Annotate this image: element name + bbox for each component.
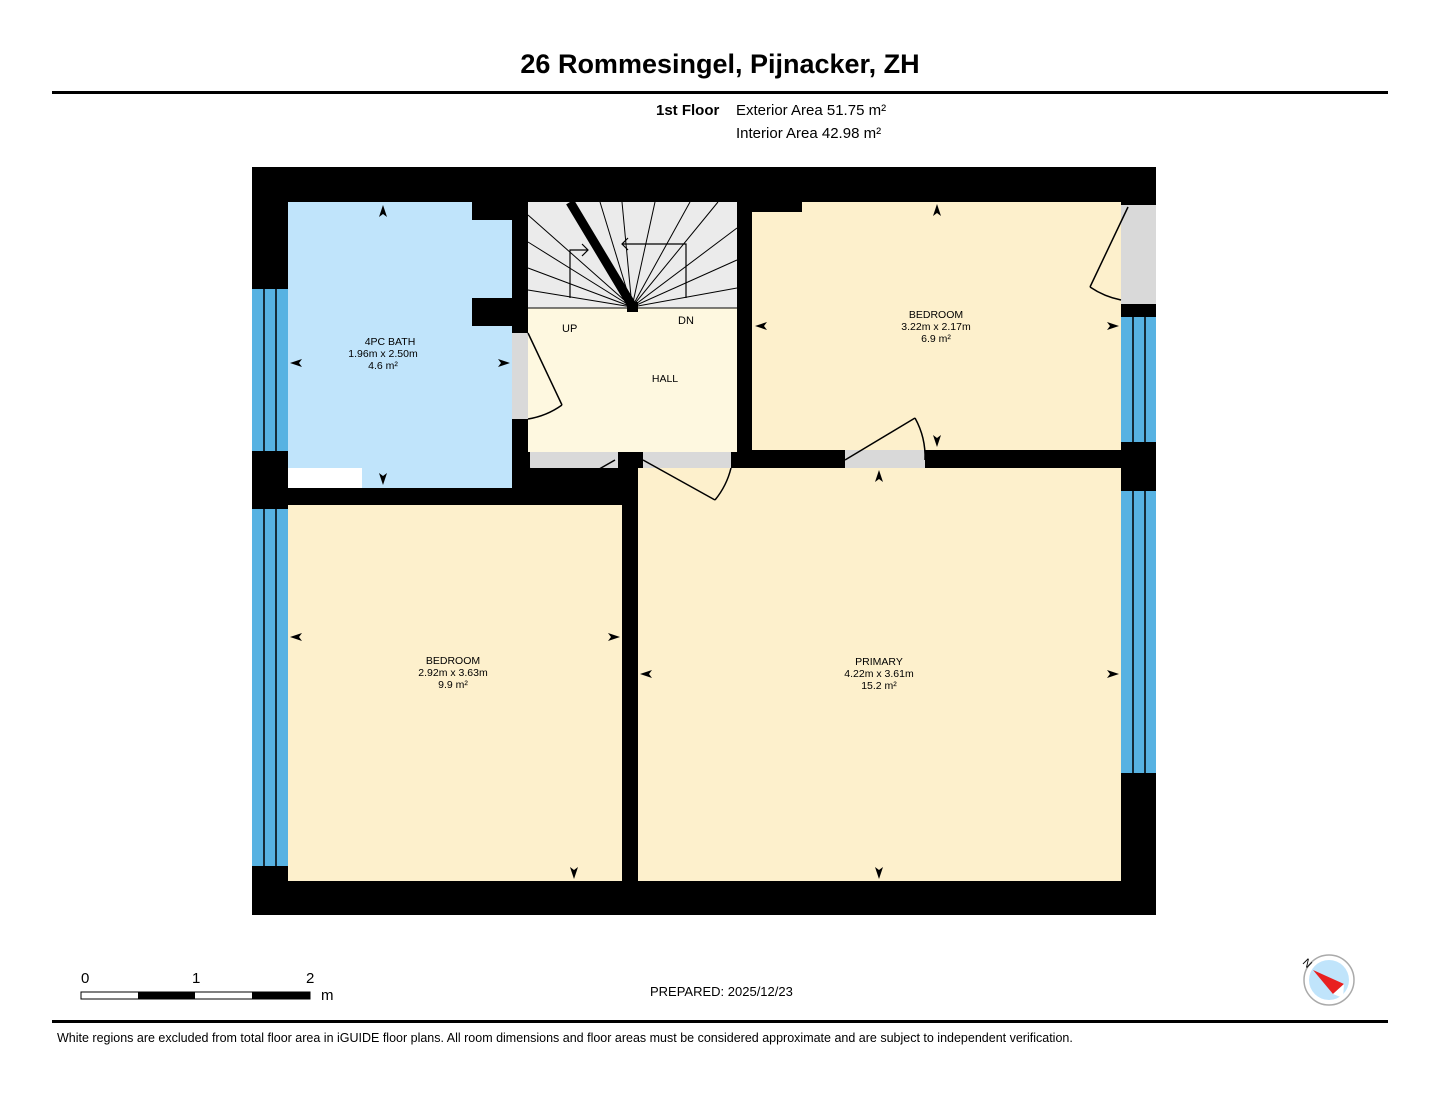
staircase: UP DN bbox=[527, 199, 738, 335]
stairs-up-label: UP bbox=[562, 323, 577, 335]
wall-bedroom-primary bbox=[622, 452, 638, 881]
bedroom-top-name: BEDROOM bbox=[909, 309, 963, 321]
balcony-door-gap bbox=[1121, 205, 1156, 304]
bedroom-top-area: 6.9 m² bbox=[921, 333, 951, 345]
page-title: 26 Rommesingel, Pijnacker, ZH bbox=[520, 49, 920, 79]
door-swings bbox=[527, 206, 1129, 501]
interior-area: Interior Area 42.98 m² bbox=[736, 125, 882, 142]
scale-bar bbox=[80, 991, 311, 1000]
wall-hall-bedroom bbox=[737, 202, 752, 468]
bedroom-bottom-name: BEDROOM bbox=[426, 655, 480, 667]
primary-dims: 4.22m x 3.61m bbox=[844, 668, 914, 680]
prepared-date: PREPARED: 2025/12/23 bbox=[650, 984, 793, 999]
primary-area: 15.2 m² bbox=[861, 680, 897, 692]
wall-bath-bedroom bbox=[288, 488, 524, 505]
wall-bath-notch-mid bbox=[472, 298, 512, 326]
bath-area: 4.6 m² bbox=[368, 360, 398, 372]
bedroom-top-floor bbox=[752, 202, 1121, 450]
disclaimer-text: White regions are excluded from total fl… bbox=[57, 1031, 1073, 1045]
scale-tick-1: 1 bbox=[192, 970, 201, 987]
wall-bath-notch-top bbox=[472, 202, 512, 220]
wall-bedroom-notch bbox=[752, 202, 802, 212]
scale-tick-0: 0 bbox=[81, 970, 90, 987]
primary-name: PRIMARY bbox=[855, 656, 903, 668]
window-right-lower bbox=[1121, 491, 1156, 773]
floor-label: 1st Floor bbox=[656, 102, 720, 119]
bedroom-bottom-floor bbox=[288, 505, 622, 881]
bath-excluded-area bbox=[288, 468, 362, 488]
window-left-lower bbox=[252, 509, 288, 866]
bedroom-top-dims: 3.22m x 2.17m bbox=[901, 321, 971, 333]
door-jamb bbox=[618, 452, 643, 468]
primary-door-gap bbox=[643, 452, 731, 468]
bedroom-bottom-area: 9.9 m² bbox=[438, 679, 468, 691]
primary-floor bbox=[638, 468, 1121, 881]
bath-name: 4PC BATH bbox=[365, 336, 416, 348]
header-rule bbox=[52, 91, 1388, 94]
compass-icon: N bbox=[1300, 954, 1355, 1006]
scale-tick-2: 2 bbox=[306, 970, 315, 987]
bath-door-gap bbox=[512, 333, 528, 419]
bath-floor bbox=[288, 202, 512, 488]
bedroom-top-door-gap bbox=[845, 450, 925, 468]
hall-name: HALL bbox=[652, 373, 678, 385]
bedroom-door-gap bbox=[530, 452, 618, 468]
window-right-upper bbox=[1121, 317, 1156, 442]
exterior-area: Exterior Area 51.75 m² bbox=[736, 102, 887, 119]
bedroom-bottom-dims: 2.92m x 3.63m bbox=[418, 667, 488, 679]
footer-rule bbox=[52, 1020, 1388, 1023]
window-left-upper bbox=[252, 289, 288, 451]
scale-unit: m bbox=[321, 987, 334, 1004]
stairs-down-label: DN bbox=[678, 315, 694, 327]
dimension-arrows bbox=[290, 204, 1119, 879]
bath-dims: 1.96m x 2.50m bbox=[348, 348, 418, 360]
